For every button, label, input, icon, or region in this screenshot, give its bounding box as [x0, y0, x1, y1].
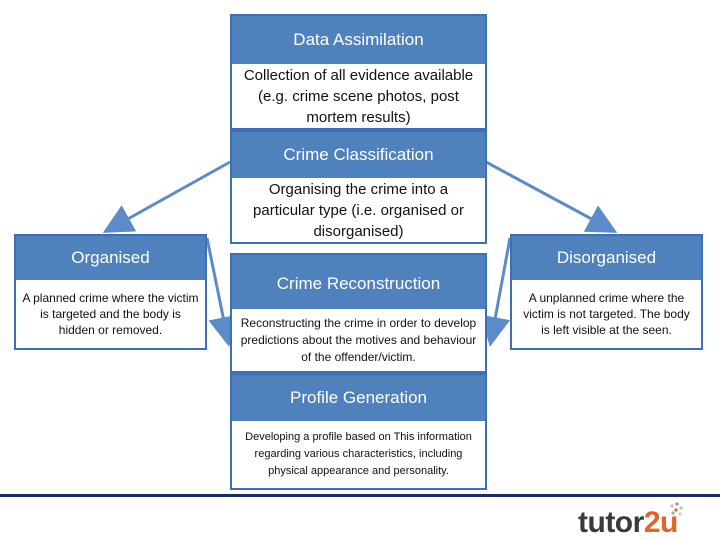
disorganised-text: A unplanned crime where the victim is no…: [523, 291, 690, 337]
profile-generation-text: Developing a profile based on This infor…: [245, 431, 472, 477]
disorganised-box: Disorganised A unplanned crime where the…: [510, 234, 703, 350]
organised-box: Organised A planned crime where the vict…: [14, 234, 207, 350]
logo-dots-icon: [670, 502, 683, 516]
crime-reconstruction-text: Reconstructing the crime in order to dev…: [240, 315, 477, 364]
data-assimilation-text: Collection of all evidence available (e.…: [243, 66, 474, 126]
organised-text: A planned crime where the victim is targ…: [22, 291, 199, 337]
arrow-to-disorganised: [485, 160, 618, 233]
logo-text-tutor: tutor: [578, 506, 644, 539]
arrow-to-organised: [102, 160, 231, 233]
data-assimilation-box: Data Assimilation Collection of all evid…: [230, 14, 487, 130]
crime-reconstruction-title: Crime Reconstruction: [232, 255, 485, 309]
organised-title: Organised: [16, 236, 205, 280]
arrow-disorganised-to-reconstruction: [480, 237, 512, 347]
arrow-organised-to-reconstruction: [205, 237, 238, 347]
profile-generation-box: Profile Generation Developing a profile …: [230, 373, 487, 490]
crime-classification-title: Crime Classification: [232, 132, 485, 178]
crime-classification-text: Organising the crime into a particular t…: [253, 180, 464, 240]
disorganised-title: Disorganised: [512, 236, 701, 280]
data-assimilation-title: Data Assimilation: [232, 16, 485, 64]
crime-reconstruction-box: Crime Reconstruction Reconstructing the …: [230, 253, 487, 373]
tutor2u-logo: tutor2u: [578, 506, 678, 540]
footer-divider: [0, 494, 720, 497]
crime-classification-box: Crime Classification Organising the crim…: [230, 130, 487, 244]
profile-generation-title: Profile Generation: [232, 375, 485, 421]
